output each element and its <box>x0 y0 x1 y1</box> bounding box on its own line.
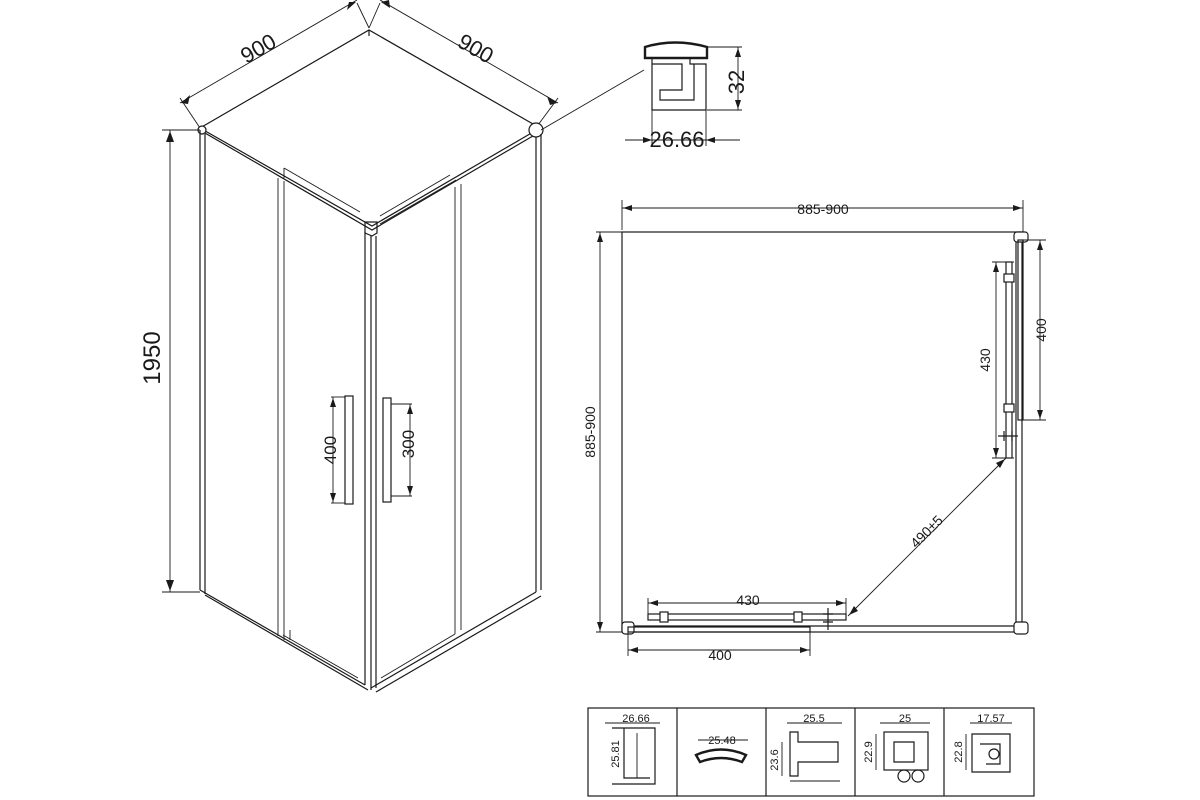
handle-right <box>382 397 413 503</box>
profile-cell-1 <box>605 722 660 785</box>
profile-cell-4 <box>875 722 930 783</box>
profiles-table <box>587 707 1035 797</box>
dim-height: 1950 <box>139 331 166 384</box>
dim-plan-bottom-panel: 430 <box>736 592 760 608</box>
profile-2-width: 25.48 <box>708 735 736 747</box>
profile-cell-3 <box>781 722 842 782</box>
dim-profile-height: 32 <box>724 70 749 94</box>
plan-view <box>596 200 1046 656</box>
height-dimension <box>162 129 200 593</box>
profile-cell-5 <box>965 722 1012 773</box>
profile-3-height: 23.6 <box>769 749 781 770</box>
dim-plan-top: 885-900 <box>797 201 849 217</box>
dim-width-right: 900 <box>454 28 498 68</box>
profile-section <box>625 41 742 146</box>
dim-profile-width: 26.66 <box>649 127 704 152</box>
leader-line <box>540 69 645 131</box>
top-dimension-lines <box>179 0 559 129</box>
right-door-face <box>370 134 542 693</box>
profile-3-width: 25.5 <box>803 713 824 725</box>
handle-left <box>330 395 354 505</box>
profile-4-width: 25 <box>899 713 911 725</box>
dim-width-left: 900 <box>236 28 280 68</box>
dim-plan-left: 885-900 <box>582 406 598 458</box>
profile-4-height: 22.9 <box>863 741 875 762</box>
dim-handle-left: 400 <box>321 436 340 464</box>
dim-plan-diagonal: 490±5 <box>907 512 946 551</box>
profile-1-width: 26.66 <box>622 713 650 725</box>
profile-5-width: 17.57 <box>977 713 1005 725</box>
dim-plan-bottom-bar: 400 <box>708 647 732 663</box>
profile-5-height: 22.8 <box>953 741 965 762</box>
profile-cell-2 <box>694 739 748 764</box>
dim-plan-right-panel: 430 <box>977 348 993 372</box>
left-door-face <box>199 130 372 691</box>
shower-3d-view: 900 900 <box>139 0 645 693</box>
profile-1-height: 25.81 <box>610 740 622 768</box>
dim-plan-right-bar: 400 <box>1033 318 1049 342</box>
dim-handle-right: 300 <box>399 430 418 458</box>
